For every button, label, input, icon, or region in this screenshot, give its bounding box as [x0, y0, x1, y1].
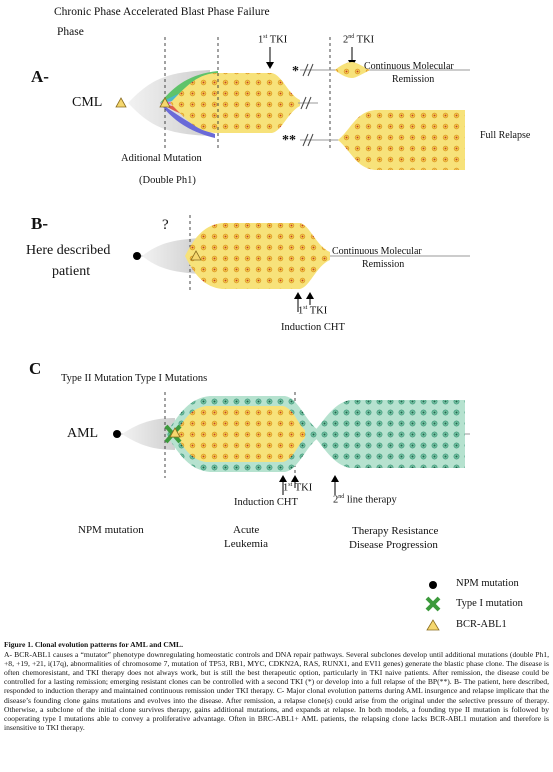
panel-a-outcome-cmr-2: Remission: [392, 74, 435, 85]
stage-progression: Disease Progression: [349, 539, 438, 551]
clonal-evolution-diagram: [113, 37, 470, 631]
panel-b-tki: 1st TKI: [298, 305, 328, 317]
npm-dot-icon: [133, 252, 141, 260]
panel-c-graphic: [113, 392, 470, 495]
stage-resistance: Therapy Resistance: [352, 525, 439, 537]
legend-bcr-abl1: BCR-ABL1: [456, 619, 507, 630]
panel-b-question: ?: [162, 217, 169, 233]
panel-b-induction: Induction CHT: [281, 322, 345, 333]
mutation-label: Aditional Mutation: [121, 153, 202, 164]
legend-icons: [425, 581, 441, 631]
panel-b-graphic: [133, 215, 470, 312]
phase-word: Phase: [57, 26, 84, 38]
panel-c-disease: AML: [67, 426, 99, 441]
bcr-abl1-triangle-icon: [159, 97, 171, 108]
panel-c-induction: Induction CHT: [234, 497, 298, 508]
panel-c-second-line: 2nd line therapy: [333, 494, 397, 506]
mutation-types: Type II Mutation Type I Mutations: [61, 373, 208, 384]
stage-npm: NPM mutation: [78, 524, 144, 536]
panel-a-outcome-cmr: Continuous Molecular: [364, 61, 454, 72]
mutation-sub: (Double Ph1): [139, 175, 196, 186]
black-dot-icon: [429, 581, 437, 589]
single-star: *: [292, 64, 299, 79]
caption-body: A- BCR-ABL1 causes a “mutator” phenotype…: [4, 650, 549, 732]
panel-a-disease: CML: [72, 95, 103, 110]
stage-leukemia: Leukemia: [224, 538, 268, 550]
panel-b-letter: B-: [31, 214, 48, 233]
bcr-abl1-triangle-icon: [115, 97, 127, 108]
bcr-abl1-triangle-icon: [169, 427, 181, 438]
panel-c-letter: C: [29, 359, 42, 378]
patient-line-2: patient: [52, 264, 91, 279]
green-x-icon: [425, 596, 441, 612]
panel-a-tki1: 1st TKI: [258, 34, 288, 46]
patient-line-1: Here described: [26, 243, 111, 258]
panel-a-graphic: [115, 37, 470, 170]
figure-caption: Figure 1. Clonal evolution patterns for …: [4, 640, 549, 732]
bcr-abl1-triangle-icon: [190, 250, 202, 261]
panel-a-letter: A-: [31, 67, 49, 86]
panel-a-outcome-relapse: Full Relapse: [480, 130, 531, 141]
yellow-triangle-icon: [426, 619, 440, 631]
stage-acute: Acute: [233, 524, 260, 536]
legend-npm: NPM mutation: [456, 578, 519, 589]
panel-c-tki: 1st TKI: [283, 482, 313, 494]
legend-type-i: Type I mutation: [456, 598, 523, 609]
phases-header: Chronic Phase Accelerated Blast Phase Fa…: [54, 6, 270, 18]
panel-b-outcome-cmr-2: Remission: [362, 259, 405, 270]
npm-dot-icon: [113, 430, 121, 438]
double-star: **: [282, 133, 296, 148]
panel-b-outcome-cmr: Continuous Molecular: [332, 246, 422, 257]
caption-title: Figure 1. Clonal evolution patterns for …: [4, 640, 184, 649]
panel-a-tki2: 2nd TKI: [343, 34, 375, 46]
